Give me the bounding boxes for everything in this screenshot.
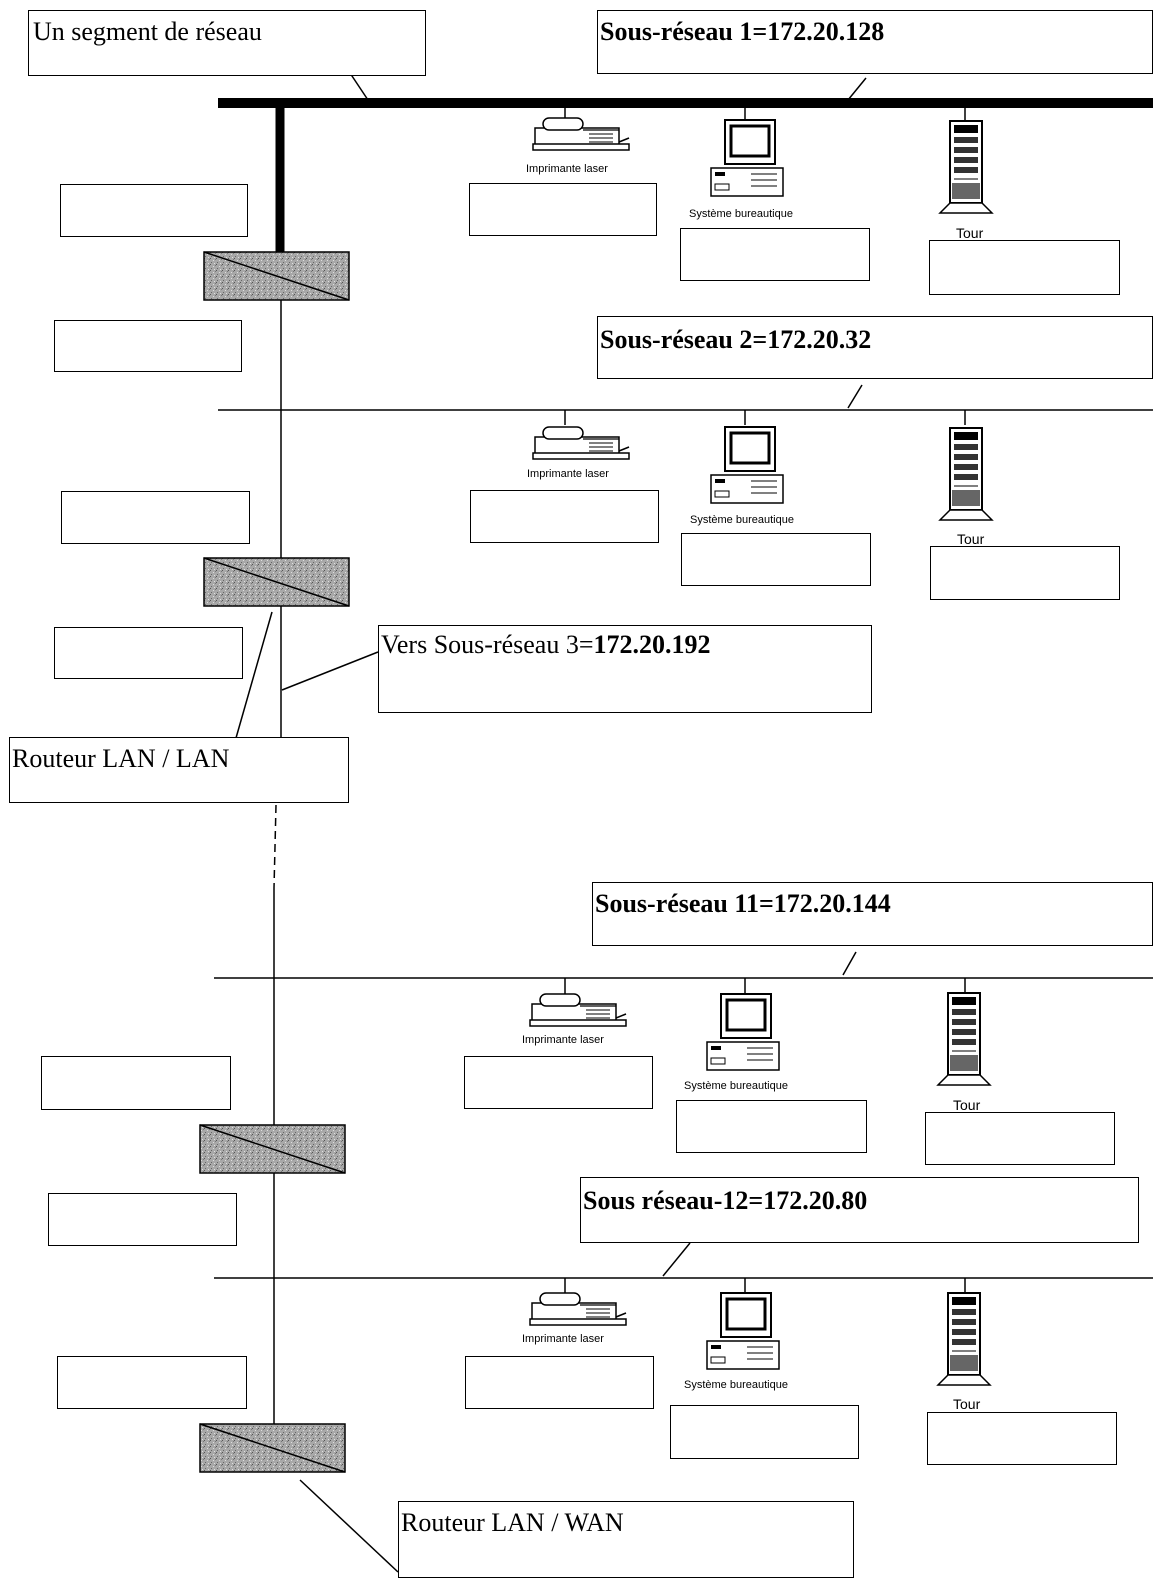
printer-caption: Imprimante laser: [526, 163, 608, 175]
empty-box: [927, 1412, 1117, 1465]
tower-caption: Tour: [957, 531, 985, 547]
empty-box: [48, 1193, 237, 1246]
desktop-caption: Système bureautique: [690, 514, 794, 526]
subnet3-prefix: Vers Sous-réseau 3=: [381, 630, 594, 659]
empty-box: [54, 320, 242, 372]
subnet12-label: Sous réseau-12=172.20.80: [583, 1186, 868, 1215]
printer-caption: Imprimante laser: [522, 1333, 604, 1345]
subnet11-label-pointer: [842, 951, 857, 976]
subnet1-label-pointer: [847, 77, 867, 101]
desktop-caption: Système bureautique: [689, 208, 793, 220]
empty-box: [676, 1100, 867, 1153]
empty-box: [465, 1356, 654, 1409]
printer-caption: Imprimante laser: [522, 1034, 604, 1046]
desktop-caption: Système bureautique: [684, 1080, 788, 1092]
empty-box: [930, 546, 1120, 600]
empty-box: [680, 228, 870, 281]
tower-caption: Tour: [953, 1396, 981, 1412]
desktop-icon: [705, 992, 781, 1072]
desktop-icon: [709, 118, 785, 198]
dashed-link: [273, 804, 277, 889]
router-lan-wan-label: Routeur LAN / WAN: [401, 1508, 624, 1537]
segment-label: Un segment de réseau: [33, 17, 262, 46]
empty-box: [464, 1056, 653, 1109]
empty-box: [681, 533, 871, 586]
printer-icon: [529, 993, 627, 1027]
empty-box: [57, 1356, 247, 1409]
printer-icon: [532, 117, 630, 151]
subnet3-label: Vers Sous-réseau 3=172.20.192: [381, 630, 711, 660]
subnet2-label-pointer: [847, 384, 863, 409]
empty-box: [469, 183, 657, 236]
tower-caption: Tour: [956, 225, 984, 241]
printer-caption: Imprimante laser: [527, 468, 609, 480]
subnet2-label-box: Sous-réseau 2=172.20.32: [597, 316, 1153, 379]
router-lan-lan-label: Routeur LAN / LAN: [12, 744, 230, 773]
empty-box: [925, 1112, 1115, 1165]
printer-icon: [532, 426, 630, 460]
tower-icon: [939, 427, 993, 521]
empty-box: [670, 1405, 859, 1459]
empty-box: [61, 491, 250, 544]
subnet3-label-box: Vers Sous-réseau 3=172.20.192: [378, 625, 872, 713]
tower-caption: Tour: [953, 1097, 981, 1113]
router-lan-wan-label-box: Routeur LAN / WAN: [398, 1501, 854, 1578]
subnet1-label: Sous-réseau 1=172.20.128: [600, 17, 885, 46]
empty-box: [470, 490, 659, 543]
subnet1-label-box: Sous-réseau 1=172.20.128: [597, 10, 1153, 74]
router-lan-lan-label-box: Routeur LAN / LAN: [9, 737, 349, 803]
tower-icon: [939, 120, 993, 214]
empty-box: [41, 1056, 231, 1110]
subnet11-label-box: Sous-réseau 11=172.20.144: [592, 882, 1153, 946]
empty-box: [54, 627, 243, 679]
subnet3-address: 172.20.192: [593, 630, 711, 659]
desktop-icon: [705, 1291, 781, 1371]
subnet2-label: Sous-réseau 2=172.20.32: [600, 325, 872, 354]
subnet11-label: Sous-réseau 11=172.20.144: [595, 889, 891, 918]
desktop-caption: Système bureautique: [684, 1379, 788, 1391]
tower-icon: [937, 992, 991, 1086]
router-lan-wan-pointer: [299, 1479, 399, 1573]
empty-box: [929, 240, 1120, 295]
desktop-icon: [709, 425, 785, 505]
tower-icon: [937, 1292, 991, 1386]
subnet12-label-pointer: [662, 1242, 691, 1277]
router-lan-lan-pointer: [235, 611, 273, 739]
segment-label-box: Un segment de réseau: [28, 10, 426, 76]
subnet12-label-box: Sous réseau-12=172.20.80: [580, 1177, 1139, 1243]
subnet3-pointer: [281, 651, 379, 691]
empty-box: [60, 184, 248, 237]
printer-icon: [529, 1292, 627, 1326]
